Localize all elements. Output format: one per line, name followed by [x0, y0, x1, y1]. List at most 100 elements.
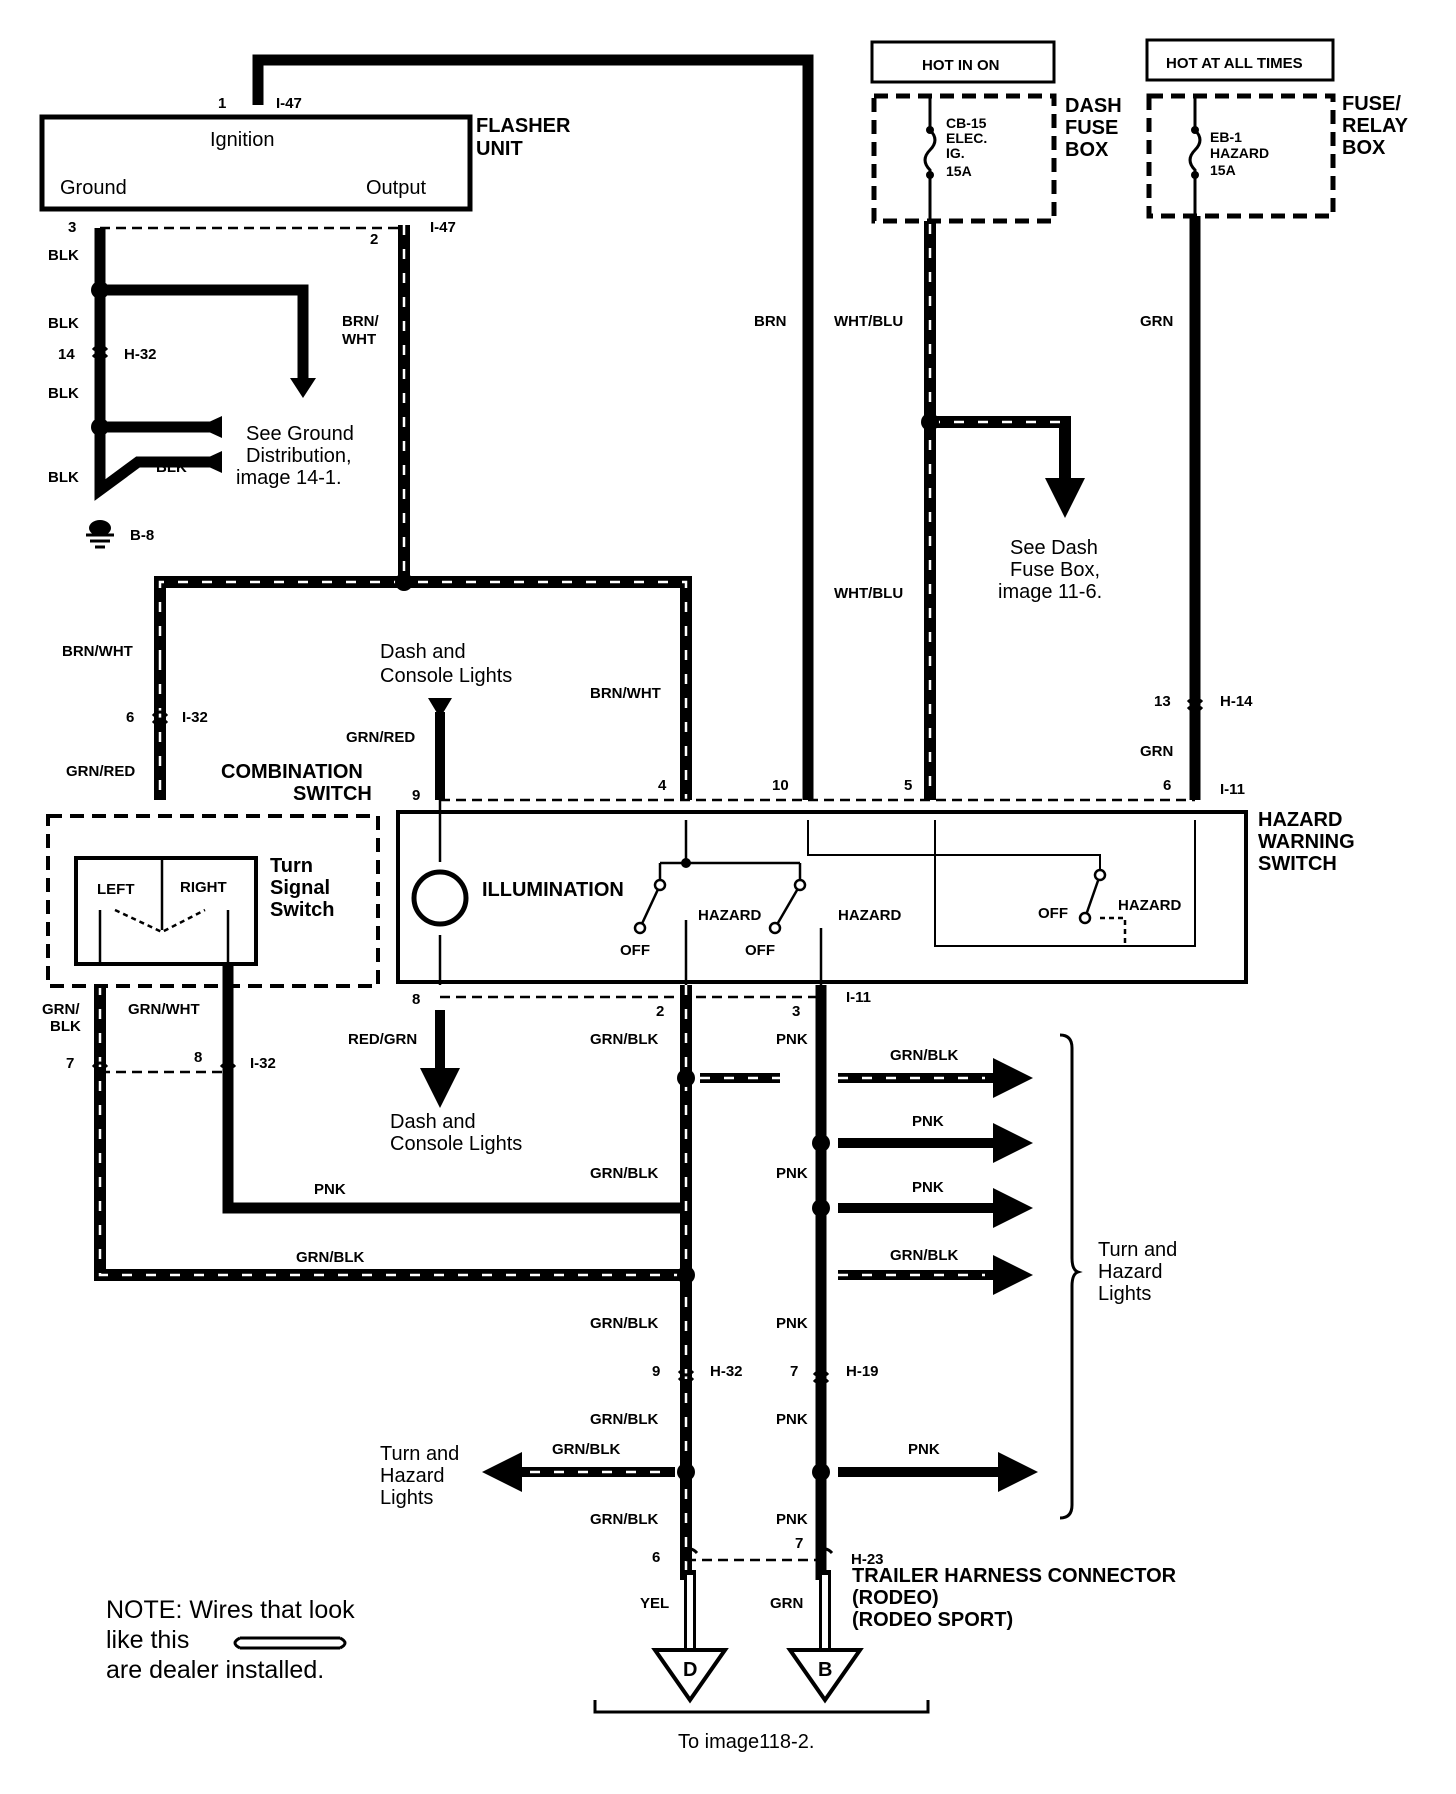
wire-label-redgrn: RED/GRN — [348, 1031, 417, 1048]
pin-4: 4 — [658, 777, 667, 794]
wire-label-grnblk-a1: GRN/ — [42, 1001, 80, 1018]
relay-fuse-3: 15A — [1210, 162, 1236, 178]
hazard-label-2: HAZARD — [838, 907, 901, 924]
wire-label-grnwht: GRN/WHT — [128, 1001, 200, 1018]
conn-i32-b: I-32 — [250, 1055, 276, 1072]
pin-8: 8 — [412, 991, 420, 1008]
turn-hazard-right-1: Turn and — [1098, 1239, 1177, 1261]
conn-h14: H-14 — [1220, 693, 1253, 710]
see-dash-3: image 11-6. — [998, 581, 1102, 603]
wire-label-grn-3: GRN — [770, 1595, 803, 1612]
hazard-switch-internals — [411, 800, 1127, 985]
wires — [94, 54, 1201, 1580]
wire-label-brnwht-b: BRN/WHT — [62, 643, 133, 660]
ground-symbol-icon — [86, 533, 114, 549]
wire-label-brnwht-a1: BRN/ — [342, 313, 379, 330]
conn-i11-a: I-11 — [1220, 781, 1245, 798]
relay-title-3: BOX — [1342, 137, 1386, 159]
conn-i47-top: I-47 — [276, 95, 302, 112]
dash-fuse-title-3: BOX — [1065, 139, 1109, 161]
dash-fuse-rating-1: CB-15 — [946, 115, 987, 131]
turn-hazard-left-2: Hazard — [380, 1465, 444, 1487]
pin-3b: 3 — [792, 1003, 800, 1020]
wire-pnk-turn-right — [222, 960, 684, 1214]
turn-switch-title-3: Switch — [270, 899, 334, 921]
pin-5: 5 — [904, 777, 912, 794]
dash-fuse-title-2: FUSE — [1065, 117, 1118, 139]
off-label-1: OFF — [620, 942, 650, 959]
wire-label-grnblk-g: GRN/BLK — [590, 1315, 658, 1332]
wire-label-pnk-f: PNK — [776, 1315, 808, 1332]
dash-lights-input-arrow — [428, 698, 452, 718]
pin-6: 6 — [126, 709, 134, 726]
combination-title-2: SWITCH — [293, 783, 372, 805]
wire-label-pnk-i: PNK — [776, 1511, 808, 1528]
turn-switch-title-2: Signal — [270, 877, 330, 899]
pin-7: 7 — [66, 1055, 74, 1072]
wire-label-grnblk-e: GRN/BLK — [296, 1249, 364, 1266]
turn-hazard-left-1: Turn and — [380, 1443, 459, 1465]
ground-splice — [89, 520, 111, 536]
turn-switch-title-1: Turn — [270, 855, 313, 877]
wire-label-grnblk-i: GRN/BLK — [552, 1441, 620, 1458]
turn-left-label: LEFT — [97, 881, 135, 898]
dash-fuse-title-1: DASH — [1065, 95, 1122, 117]
wire-brn-ignition — [252, 54, 814, 800]
relay-hot-label: HOT AT ALL TIMES — [1166, 55, 1303, 72]
pin-10: 10 — [772, 777, 789, 794]
wire-label-blk-5: BLK — [156, 459, 187, 476]
see-dash-2: Fuse Box, — [1010, 559, 1100, 581]
pin-7d: 7 — [795, 1535, 803, 1552]
see-ground-3: image 14-1. — [236, 467, 342, 489]
connector-d-triangle — [651, 1648, 729, 1704]
conn-i11-b: I-11 — [846, 989, 871, 1006]
flasher-output-label: Output — [366, 177, 426, 199]
turn-signal-switch-box — [74, 856, 258, 966]
wire-label-grnblk-a2: BLK — [50, 1018, 81, 1035]
wire-label-brnwht-c: BRN/WHT — [590, 685, 661, 702]
connector-b-triangle — [786, 1648, 864, 1704]
trailer-title-3: (RODEO SPORT) — [852, 1609, 1013, 1631]
dash-console-top-1: Dash and — [380, 641, 466, 663]
conn-h32-b: H-32 — [710, 1363, 743, 1380]
wire-label-grnred-1: GRN/RED — [66, 763, 135, 780]
to-image-label: To image118-2. — [678, 1731, 814, 1753]
note-line-3: are dealer installed. — [106, 1656, 324, 1684]
wire-label-pnk-h: PNK — [908, 1441, 940, 1458]
turn-hazard-right-3: Lights — [1098, 1283, 1151, 1305]
wire-label-pnk-a: PNK — [776, 1031, 808, 1048]
pin-7b: 7 — [790, 1363, 798, 1380]
wire-label-grn-1: GRN — [1140, 313, 1173, 330]
see-ground-1: See Ground — [246, 423, 354, 445]
combination-switch-outline — [46, 814, 380, 988]
bottom-bracket — [593, 1700, 930, 1714]
fuse-relay-box-outline — [1146, 93, 1336, 219]
flasher-ignition-label: Ignition — [210, 129, 275, 151]
ground-arrow-3 — [198, 451, 222, 473]
combination-title-1: COMBINATION — [221, 761, 363, 783]
wire-label-blk-3: BLK — [48, 385, 79, 402]
pin-1: 1 — [218, 95, 226, 112]
wire-label-brn: BRN — [754, 313, 787, 330]
conn-h32-a: H-32 — [124, 346, 157, 363]
output-bracket — [1059, 1033, 1083, 1520]
trailer-title-1: TRAILER HARNESS CONNECTOR — [852, 1565, 1177, 1587]
wire-label-blk-1: BLK — [48, 247, 79, 264]
dash-console-top-2: Console Lights — [380, 665, 512, 687]
off-label-3: OFF — [1038, 905, 1068, 922]
turn-hazard-left-3: Lights — [380, 1487, 433, 1509]
conn-h23: H-23 — [851, 1551, 884, 1568]
dash-fuse-rating-3: IG. — [946, 145, 965, 161]
off-label-2: OFF — [745, 942, 775, 959]
note-line-2: like this — [106, 1626, 189, 1654]
see-dash-1: See Dash — [1010, 537, 1098, 559]
connectors — [91, 344, 1204, 1555]
dash-fuse-rating-4: 15A — [946, 163, 972, 179]
dash-console-bot-1: Dash and — [390, 1111, 476, 1133]
pin-2: 2 — [370, 231, 378, 248]
dash-fuse-hot-label: HOT IN ON — [922, 57, 1000, 74]
wire-label-whtblu-1: WHT/BLU — [834, 313, 903, 330]
hazard-label-3: HAZARD — [1118, 897, 1181, 914]
pin-2b: 2 — [656, 1003, 664, 1020]
pin-14: 14 — [58, 346, 75, 363]
